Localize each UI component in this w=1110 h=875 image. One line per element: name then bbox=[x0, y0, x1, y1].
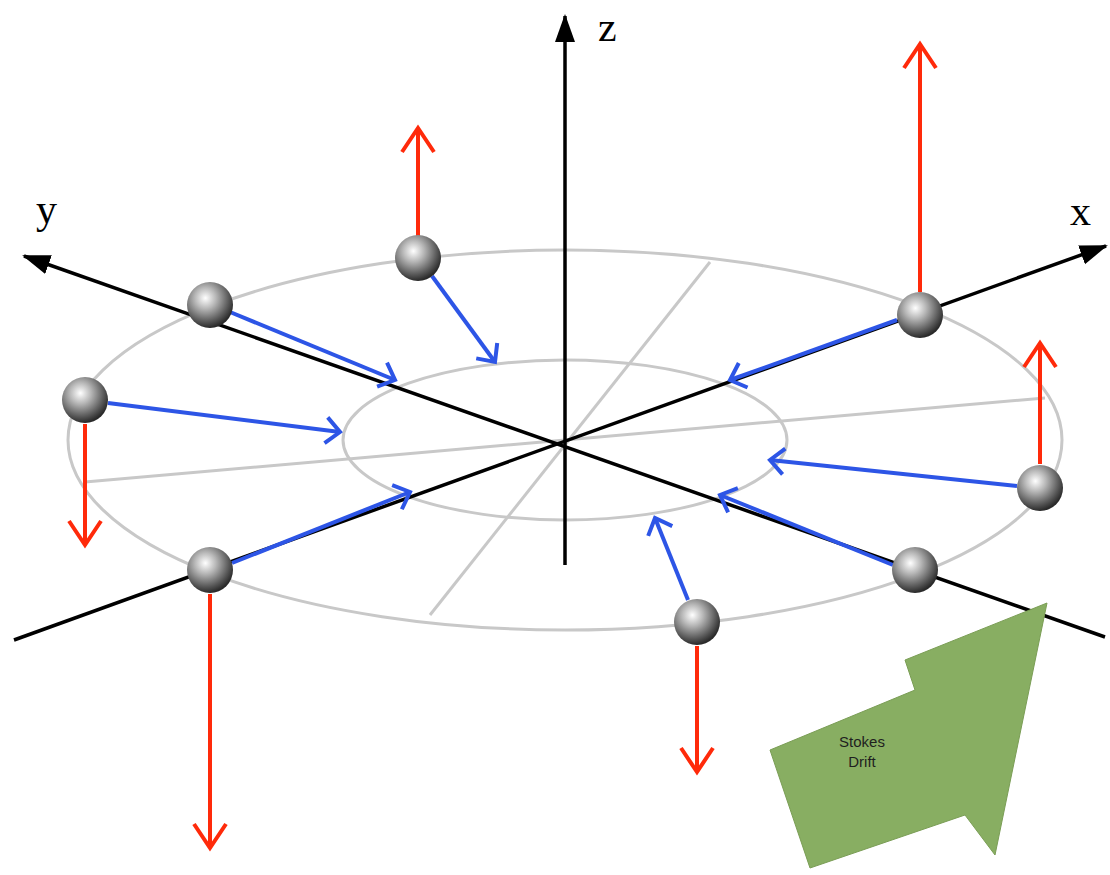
arrow-caption: Stokes Drift bbox=[832, 732, 892, 773]
z-axis bbox=[563, 16, 567, 565]
axis-label: z bbox=[598, 6, 617, 48]
inward-arrow bbox=[432, 276, 495, 362]
inward-arrow bbox=[230, 312, 395, 380]
radial-arrows bbox=[108, 276, 1017, 600]
axes bbox=[14, 16, 1106, 640]
particle bbox=[1017, 465, 1063, 511]
inward-arrow bbox=[108, 403, 340, 432]
particles bbox=[62, 235, 1063, 645]
vertical-arrow bbox=[918, 44, 922, 292]
particle bbox=[187, 282, 233, 328]
x-axis bbox=[14, 246, 1106, 640]
inward-arrow bbox=[232, 492, 410, 563]
inward-arrow bbox=[720, 495, 893, 565]
vertical-arrow bbox=[208, 594, 212, 848]
arrow-outline bbox=[765, 600, 1050, 872]
inward-arrow bbox=[770, 460, 1017, 486]
vertical-arrow bbox=[83, 424, 87, 545]
particle bbox=[892, 547, 938, 593]
particle bbox=[395, 235, 441, 281]
particle bbox=[897, 292, 943, 338]
axis-label: y bbox=[36, 188, 57, 230]
vertical-arrow bbox=[1038, 343, 1042, 464]
particle bbox=[187, 547, 233, 593]
inward-arrow bbox=[655, 518, 688, 600]
drift-arrow: Stokes Drift bbox=[765, 600, 1050, 872]
arrow-shape bbox=[770, 603, 1047, 868]
particle bbox=[62, 377, 108, 423]
particle bbox=[674, 599, 720, 645]
vertical-arrow bbox=[695, 646, 699, 772]
vertical-arrow bbox=[416, 128, 420, 236]
axis-label: x bbox=[1070, 190, 1091, 232]
y-axis bbox=[24, 256, 1105, 637]
inward-arrow bbox=[730, 320, 897, 380]
